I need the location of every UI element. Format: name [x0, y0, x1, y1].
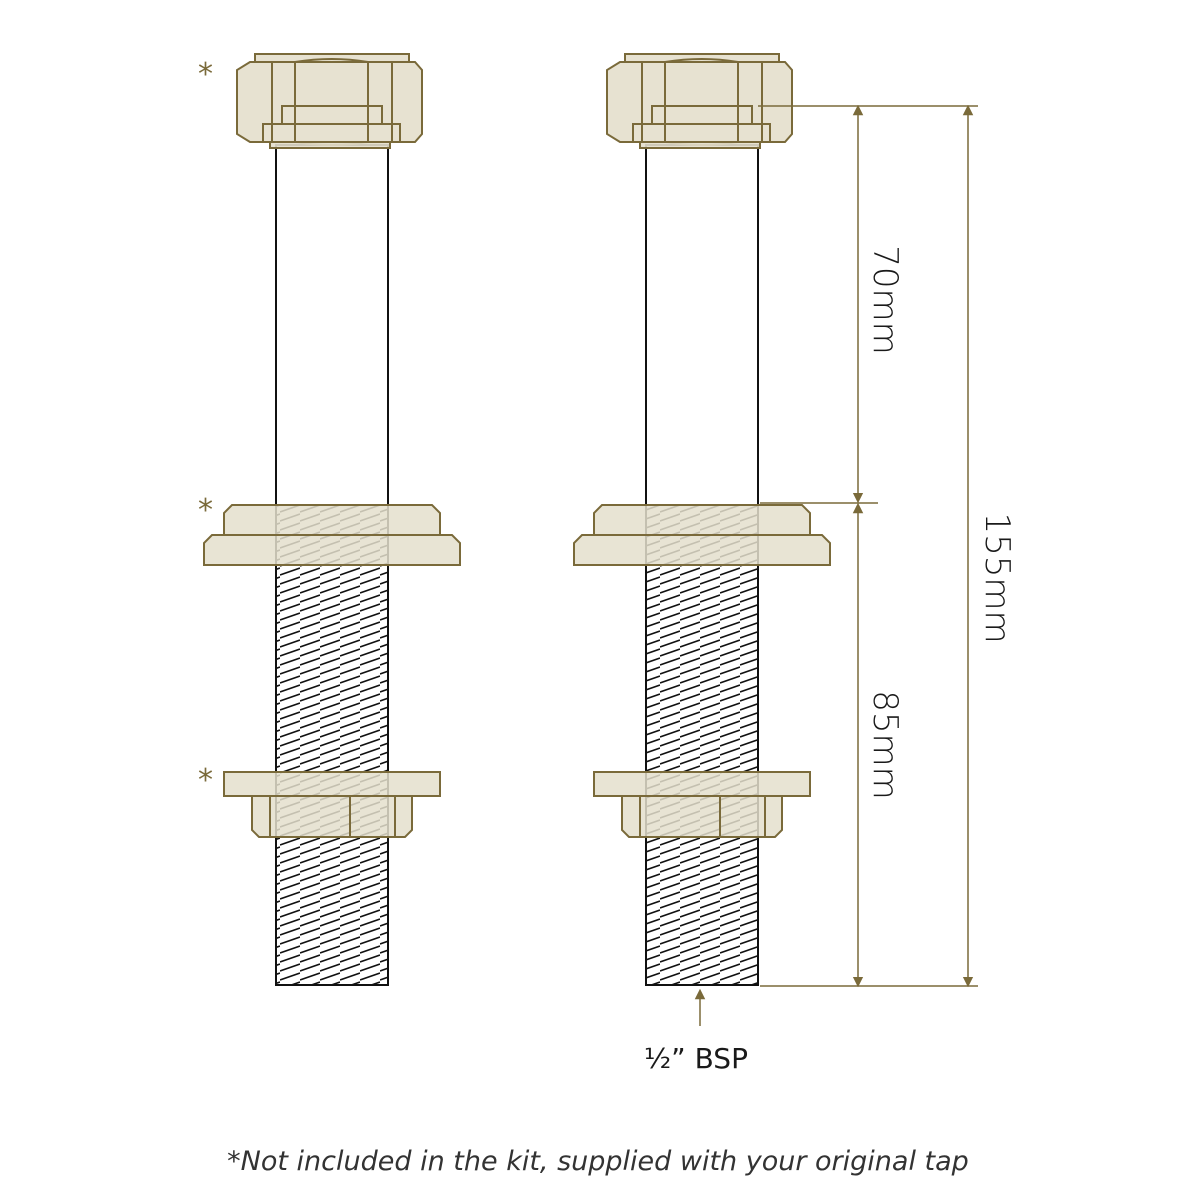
left-top-asterisk: * — [198, 57, 213, 92]
right-upper-washer — [573, 504, 831, 566]
left-lower-washer — [223, 771, 441, 797]
right-assembly — [573, 53, 831, 986]
footnote: *Not included in the kit, supplied with … — [227, 1146, 969, 1177]
left-upper-washer — [203, 504, 461, 566]
left-top-nut — [236, 53, 423, 149]
left-lower-nut — [251, 795, 413, 838]
right-lower-nut — [621, 795, 783, 838]
dimension-lines — [694, 104, 978, 1026]
left-washer-asterisk: * — [198, 493, 213, 528]
thread-size-label: ½” BSP — [644, 1042, 748, 1075]
dimension-70mm-label: 70mm — [865, 245, 905, 355]
left-assembly: * * * — [198, 53, 461, 986]
right-smooth-pipe — [645, 144, 759, 506]
left-smooth-pipe — [275, 144, 389, 506]
right-lower-washer — [593, 771, 811, 797]
right-threaded-section — [645, 504, 759, 986]
right-top-nut — [606, 53, 793, 149]
left-threaded-section — [275, 504, 389, 986]
left-nut-asterisk: * — [198, 763, 213, 798]
dimension-155mm-label: 155mm — [977, 512, 1017, 643]
dimension-85mm-label: 85mm — [865, 690, 905, 800]
